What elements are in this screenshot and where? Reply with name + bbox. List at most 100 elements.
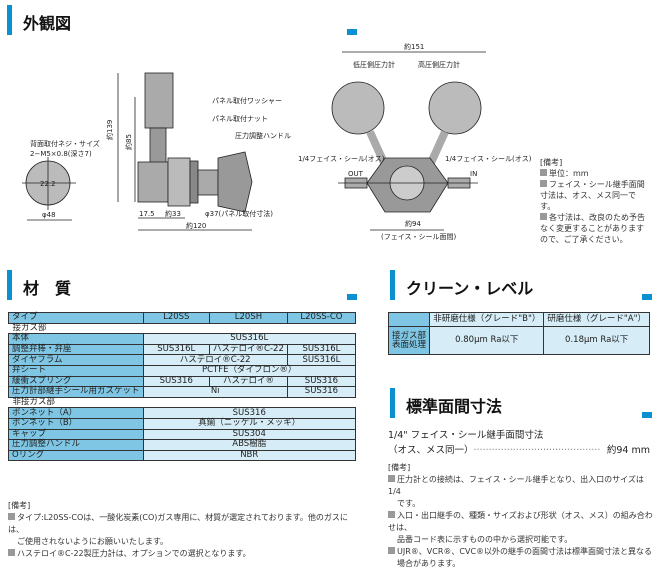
dim-37: φ37(パネル取付寸法) bbox=[205, 209, 273, 218]
dim-33: 約33 bbox=[165, 209, 181, 218]
low-gauge-label: 低圧側圧力計 bbox=[353, 60, 395, 69]
note-item: タイプ:L20SS-COは、一酸化炭素(CO)ガス専用に、材質が選定されておりま… bbox=[8, 513, 348, 534]
materials-notes: [備考] タイプ:L20SS-COは、一酸化炭素(CO)ガス専用に、材質が選定さ… bbox=[8, 500, 358, 560]
table-cell: Ni bbox=[142, 386, 288, 398]
table-header: 非研磨仕様（グレード"B"）研磨仕様（グレード"A"） bbox=[387, 312, 650, 327]
back-screw-spec: 2−M5×0.8(深さ7) bbox=[30, 149, 92, 158]
table-cell: 0.18μm Ra以下 bbox=[543, 326, 650, 355]
table-cell: Oリング bbox=[8, 449, 144, 462]
table-cell: SUS304 bbox=[142, 428, 357, 441]
face-value: 約94 mm bbox=[606, 445, 650, 456]
dim-120: 約120 bbox=[186, 221, 206, 230]
table-cell: SUS316 bbox=[142, 407, 357, 419]
dim-94: 約94 bbox=[405, 219, 421, 228]
section-title: 外観図 bbox=[23, 14, 72, 33]
in-label: IN bbox=[470, 170, 477, 178]
table-cell: ハステロイ® bbox=[209, 375, 288, 388]
dim-151: 約151 bbox=[404, 42, 424, 51]
nut-label: パネル取付ナット bbox=[212, 114, 268, 123]
table-cell: 真鍮（ニッケル・メッキ） bbox=[142, 417, 357, 430]
table-cell: 弁シート bbox=[8, 364, 144, 377]
note-item: 圧力計との接続は、フェイス・シール継手となり、出入口のサイズは1/4 bbox=[388, 475, 644, 496]
table-row: ボンネット（A）SUS316 bbox=[8, 407, 357, 419]
section-header-materials: 材 質 bbox=[7, 270, 357, 300]
face-seal-right-label: 1/4フェイス・シール(オス) bbox=[445, 155, 532, 163]
table-cell: 調整弁棒・弁座 bbox=[8, 343, 144, 356]
table-cell: PCTFE（ダイフロン®） bbox=[142, 364, 357, 377]
face-dimension: 1/4" フェイス・シール継手面間寸法 （オス、メス同一）···········… bbox=[388, 430, 650, 456]
note-item: 入口・出口継手の、種類・サイズおよび形状（オス、メス）の組み合わせは、 bbox=[388, 511, 653, 532]
dim-17-5: 17.5 bbox=[139, 210, 155, 218]
dim-22: 22.2 bbox=[40, 180, 56, 188]
note-item: 単位：mm bbox=[540, 168, 645, 179]
table-cell: 接ガス部表面処理 bbox=[387, 326, 431, 355]
table-cell: ハステロイ®C-22 bbox=[209, 343, 288, 356]
table-section: 接ガス部 bbox=[8, 323, 356, 334]
section-header-clean: クリーン・レベル bbox=[390, 270, 652, 300]
notes-title: [備考] bbox=[540, 158, 563, 167]
table-cell: ハステロイ®C-22 bbox=[142, 354, 288, 366]
table-cell: SUS316L bbox=[286, 343, 357, 356]
table-cell: SUS316L bbox=[286, 354, 357, 366]
table-cell: 非接ガス部 bbox=[8, 397, 356, 408]
table-cell: 非研磨仕様（グレード"B"） bbox=[429, 312, 545, 327]
section-header-face: 標準面間寸法 bbox=[390, 388, 652, 418]
out-label: OUT bbox=[348, 170, 364, 178]
table-cell: 圧力計部継手シール用ガスケット bbox=[8, 386, 144, 398]
table-cell: 圧力調整ハンドル bbox=[8, 439, 144, 451]
section-title: 材 質 bbox=[23, 279, 72, 298]
section-title: クリーン・レベル bbox=[406, 279, 534, 298]
table-cell: 0.80μm Ra以下 bbox=[429, 326, 545, 355]
table-cell: ABS樹脂 bbox=[142, 439, 357, 451]
table-section: 非接ガス部 bbox=[8, 397, 356, 408]
handle-label: 圧力調整ハンドル bbox=[235, 131, 291, 140]
table-cell: L20SS-CO bbox=[286, 312, 357, 324]
table-cell: SUS316 bbox=[286, 375, 357, 388]
note-item: フェイス・シール継手面間寸法は、オス、メス同一です。 bbox=[540, 180, 645, 211]
table-cell: SUS316 bbox=[142, 375, 211, 388]
dim-94-note: (フェイス・シール面間) bbox=[381, 233, 457, 241]
table-cell bbox=[387, 312, 431, 327]
table-cell: タイプ bbox=[8, 312, 144, 324]
section-title: 標準面間寸法 bbox=[406, 397, 503, 416]
face-seal-left-label: 1/4フェイス・シール(オス) bbox=[298, 155, 385, 163]
note-item: ご使用されないようにお願いいたします。 bbox=[17, 537, 169, 546]
table-cell: 接ガス部 bbox=[8, 323, 356, 334]
section-header-appearance: 外観図 bbox=[7, 5, 357, 35]
regulator-drawing: 背面取付ネジ・サイズ 2−M5×0.8(深さ7) 22.2 φ48 約139 約… bbox=[22, 42, 532, 241]
drawing-notes: [備考] 単位：mm フェイス・シール継手面間寸法は、オス、メス同一です。 各寸… bbox=[540, 157, 645, 245]
table-cell: SUS316L bbox=[142, 333, 357, 345]
table-cell: SUS316 bbox=[286, 386, 357, 398]
high-gauge-label: 高圧側圧力計 bbox=[418, 60, 460, 69]
back-screw-label: 背面取付ネジ・サイズ bbox=[30, 139, 100, 148]
note-item: ハステロイ®C-22製圧力計は、オプションでの選択となります。 bbox=[8, 548, 358, 560]
table-cell: ダイヤフラム bbox=[8, 354, 144, 366]
dim-139: 約139 bbox=[105, 120, 114, 140]
table-cell: ボンネット（A） bbox=[8, 407, 144, 419]
table-cell: 研磨仕様（グレード"A"） bbox=[543, 312, 650, 327]
dim-48: φ48 bbox=[42, 211, 56, 219]
face-notes: [備考] 圧力計との接続は、フェイス・シール継手となり、出入口のサイズは1/4 … bbox=[388, 463, 653, 568]
note-item: 各寸法は、改良のため予告なく変更することがあります ので、ご了承ください。 bbox=[540, 213, 645, 244]
table-cell: 緩衝スプリング bbox=[8, 375, 144, 388]
dim-85: 約85 bbox=[124, 134, 133, 150]
table-cell: ボンネット（B） bbox=[8, 417, 144, 430]
table-cell: NBR bbox=[142, 449, 357, 462]
table-cell: 本体 bbox=[8, 333, 144, 345]
table-row: ボンネット（B）真鍮（ニッケル・メッキ） bbox=[8, 417, 357, 430]
washer-label: パネル取付ワッシャー bbox=[212, 96, 282, 105]
table-cell: L20SH bbox=[209, 312, 288, 324]
